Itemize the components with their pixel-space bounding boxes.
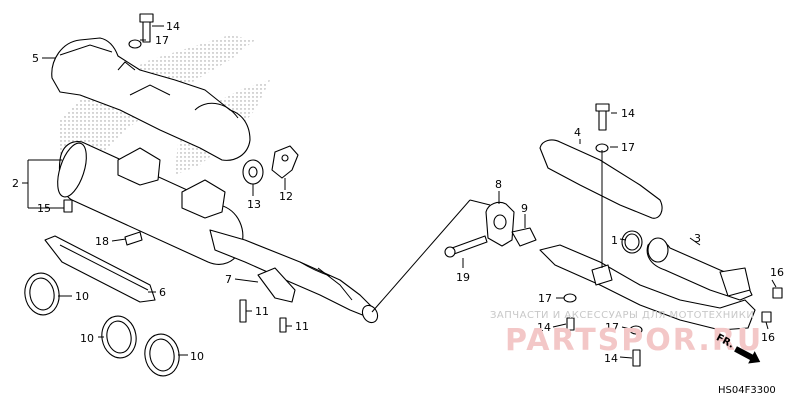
part-7-gasket xyxy=(257,267,296,303)
callout-16-a: 16 xyxy=(770,266,784,279)
callout-18: 18 xyxy=(95,235,109,248)
callout-4: 4 xyxy=(574,126,581,139)
callout-16-b: 16 xyxy=(761,331,775,344)
part-11-pins xyxy=(239,299,287,333)
callout-11-b: 11 xyxy=(295,320,309,333)
callout-6: 6 xyxy=(159,286,166,299)
callout-17-right: 17 xyxy=(621,141,635,154)
watermark-logo: PARTSPOR.RU xyxy=(505,323,763,358)
leader-lines xyxy=(22,25,777,359)
callouts: 14 17 5 2 15 18 13 12 7 6 10 10 10 11 11… xyxy=(12,20,784,365)
callout-2: 2 xyxy=(12,177,19,190)
bolts-right xyxy=(563,103,783,367)
callout-14-right: 14 xyxy=(621,107,635,120)
callout-12: 12 xyxy=(279,190,293,203)
part-5-heat-shield xyxy=(51,37,251,161)
callout-17-bottom: 17 xyxy=(538,292,552,305)
callout-8: 8 xyxy=(495,178,502,191)
part-19-bolt xyxy=(444,235,488,258)
part-3-exhaust-pipe xyxy=(539,230,756,331)
bolts-upper-left xyxy=(63,13,154,246)
callout-1: 1 xyxy=(611,234,618,247)
callout-7: 7 xyxy=(225,273,232,286)
callout-14-top: 14 xyxy=(166,20,180,33)
callout-13: 13 xyxy=(247,198,261,211)
part-13-grommet xyxy=(242,159,264,185)
callout-19: 19 xyxy=(456,271,470,284)
callout-10-b: 10 xyxy=(80,332,94,345)
part-4-heat-guard xyxy=(539,139,663,219)
part-12-bracket xyxy=(271,145,299,179)
part-10-clamps xyxy=(24,272,180,377)
callout-15: 15 xyxy=(37,202,51,215)
arrow-icon xyxy=(734,346,761,364)
callout-14-bottom-1: 14 xyxy=(537,321,551,334)
part-9-sleeve xyxy=(511,227,537,247)
callout-17-bottom-2: 17 xyxy=(605,321,619,334)
callout-10-a: 10 xyxy=(75,290,89,303)
callout-3: 3 xyxy=(694,232,701,245)
part-2-muffler xyxy=(57,141,379,324)
watermark: ЗАПЧАСТИ И АКСЕССУАРЫ ДЛЯ МОТОТЕХНИКИ PA… xyxy=(490,310,763,358)
watermark-caption: ЗАПЧАСТИ И АКСЕССУАРЫ ДЛЯ МОТОТЕХНИКИ xyxy=(490,310,754,321)
callout-11-a: 11 xyxy=(255,305,269,318)
part-6-lower-shield xyxy=(44,235,156,303)
callout-17-top: 17 xyxy=(155,34,169,47)
callout-14-bottom-2: 14 xyxy=(604,352,618,365)
diagram-code: HS04F3300 xyxy=(718,385,776,396)
callout-9: 9 xyxy=(521,202,528,215)
part-8-clamp xyxy=(485,201,515,247)
callout-5: 5 xyxy=(32,52,39,65)
callout-10-c: 10 xyxy=(190,350,204,363)
